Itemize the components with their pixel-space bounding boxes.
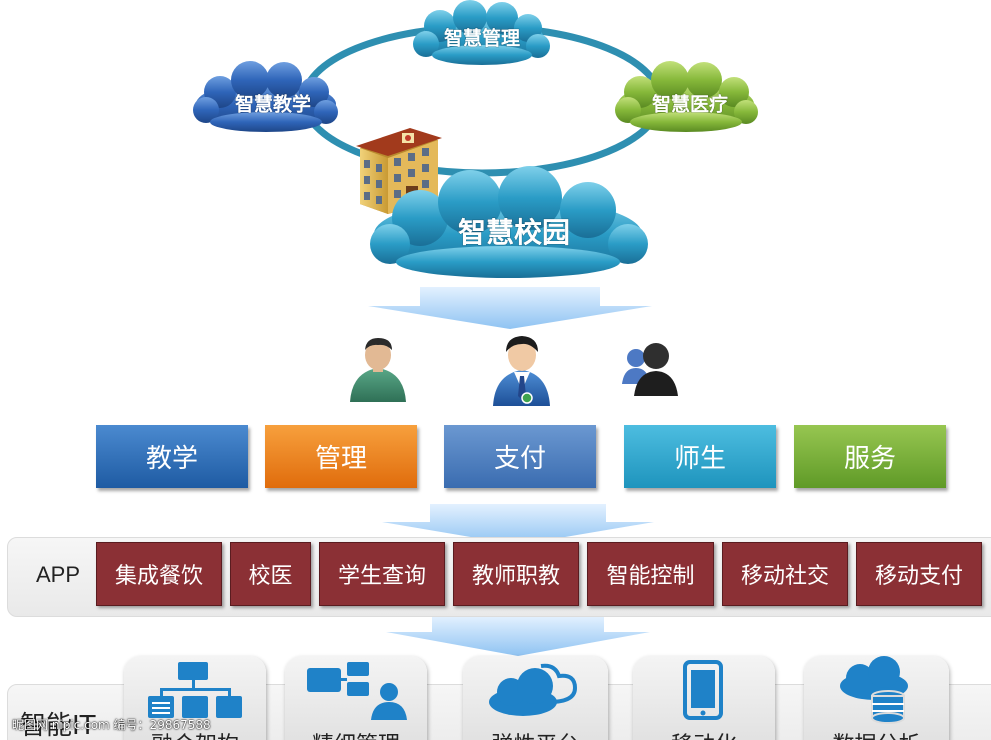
category-teaching[interactable]: 教学: [96, 425, 248, 488]
category-payment[interactable]: 支付: [444, 425, 596, 488]
cloud-smart-campus[interactable]: 智慧校园: [370, 166, 648, 278]
app-catering[interactable]: 集成餐饮: [96, 542, 222, 606]
flowchart-user-icon: [307, 662, 407, 720]
down-arrow-2: [382, 504, 654, 545]
cloud-smart-medical[interactable]: 智慧医疗: [615, 61, 758, 132]
it-card-elastic-platform[interactable]: [463, 656, 608, 740]
student-icon: [350, 338, 406, 402]
app-item-label: 教师职教: [471, 564, 560, 589]
down-arrow-3: [386, 616, 650, 656]
it-item-label: 融合架构: [124, 727, 266, 740]
it-item-label: 精细管理: [285, 727, 427, 740]
app-mobile-social[interactable]: 移动社交: [722, 542, 848, 606]
category-label: 教学: [145, 444, 198, 474]
category-management[interactable]: 管理: [265, 425, 417, 488]
down-arrow-1: [368, 287, 652, 329]
watermark-text: 昵图网 nipic.com 编号：29867588: [12, 718, 211, 732]
category-label: 师生: [673, 444, 726, 474]
category-label: 支付: [493, 444, 546, 474]
cloud-label-teaching: 智慧教学: [235, 93, 311, 116]
cloud-label-medical: 智慧医疗: [652, 93, 728, 116]
app-layer-label: APP: [36, 562, 81, 587]
category-label: 服务: [843, 444, 896, 474]
category-label: 管理: [314, 444, 367, 474]
app-item-label: 移动社交: [740, 564, 829, 589]
group-users-icon: [622, 343, 678, 396]
cloud-database-icon: [840, 656, 908, 724]
it-card-fine-management[interactable]: [285, 656, 427, 740]
it-card-data-analysis[interactable]: [804, 656, 949, 740]
it-item-label: 数据分析: [804, 727, 949, 740]
app-item-label: 集成餐饮: [114, 564, 203, 589]
it-layer-label: 智能IT: [20, 711, 96, 740]
app-item-label: 校医: [248, 564, 293, 589]
app-clinic[interactable]: 校医: [230, 542, 311, 606]
category-service[interactable]: 服务: [794, 425, 946, 488]
teacher-icon: [493, 336, 550, 406]
cloud-smart-management[interactable]: 智慧管理: [413, 0, 550, 65]
cloud-label-campus: 智慧校园: [458, 216, 570, 249]
cloud-icon: [489, 663, 578, 716]
network-diagram-icon: [148, 662, 242, 718]
app-smart-control[interactable]: 智能控制: [587, 542, 714, 606]
cloud-smart-teaching[interactable]: 智慧教学: [193, 61, 338, 132]
category-teachers-students[interactable]: 师生: [624, 425, 776, 488]
app-student-query[interactable]: 学生查询: [319, 542, 445, 606]
app-mobile-payment[interactable]: 移动支付: [856, 542, 982, 606]
it-item-label: 弹性平台: [463, 727, 608, 740]
cloud-label-management: 智慧管理: [444, 27, 520, 50]
app-item-label: 学生查询: [337, 564, 426, 589]
app-item-label: 智能控制: [606, 564, 695, 589]
app-item-label: 移动支付: [874, 564, 963, 589]
app-teacher-education[interactable]: 教师职教: [453, 542, 579, 606]
tablet-icon: [683, 660, 723, 720]
it-card-mobility[interactable]: [633, 656, 775, 740]
it-card-converged-architecture[interactable]: [124, 656, 266, 740]
it-item-label: 移动化: [633, 727, 775, 740]
